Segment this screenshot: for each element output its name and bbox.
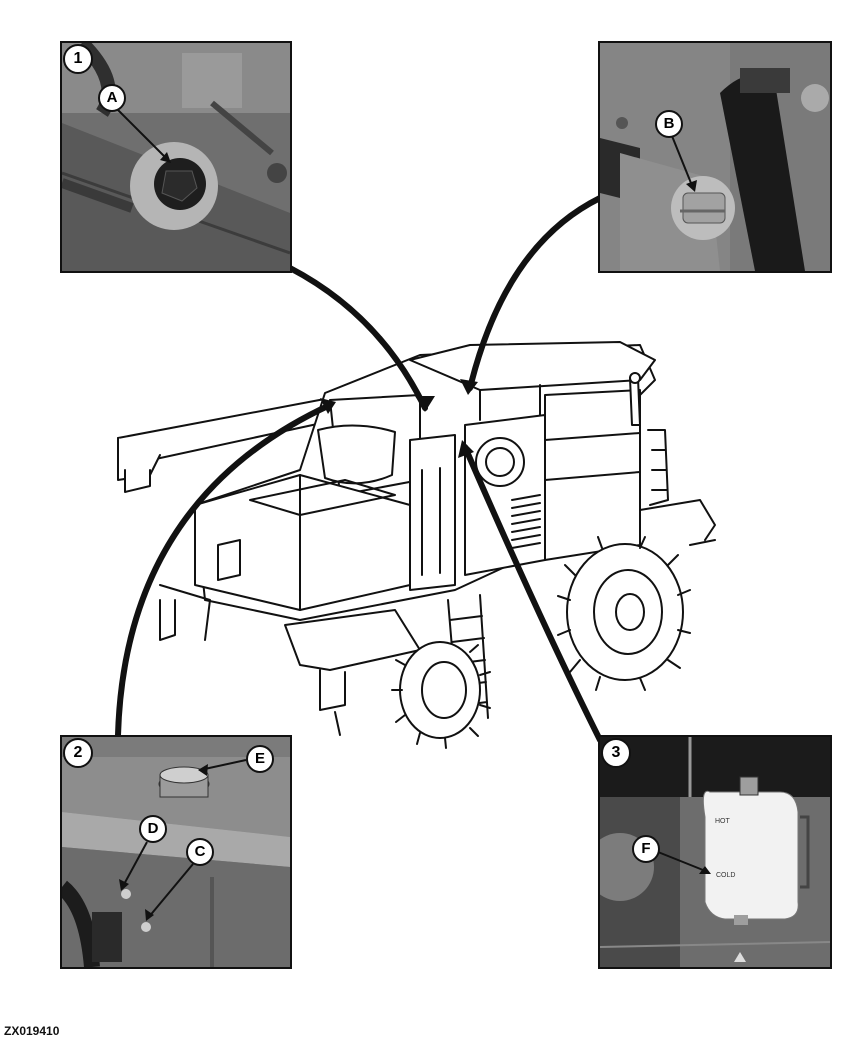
photo-panel-1	[60, 41, 292, 273]
panel-2-number: 2	[63, 738, 93, 768]
panel-2-photo	[62, 737, 290, 967]
arrowhead-panel-1	[415, 396, 435, 412]
panel-3-number: 3	[601, 738, 631, 768]
callout-d: D	[139, 815, 167, 843]
photo-panel-2	[60, 735, 292, 969]
panel-1-number: 1	[63, 44, 93, 74]
reservoir-hot-mark: HOT	[715, 818, 730, 825]
arrowhead-panel-2	[320, 398, 336, 414]
callout-b: B	[655, 110, 683, 138]
callout-e: E	[246, 745, 274, 773]
photo-panel-b	[598, 41, 832, 273]
reservoir-cold-mark: COLD	[716, 872, 736, 879]
figure-reference-code: ZX019410	[4, 1024, 60, 1038]
panel-b-photo	[600, 43, 830, 271]
callout-a: A	[98, 84, 126, 112]
arrowhead-panel-b	[460, 379, 478, 395]
panel-1-photo	[62, 43, 290, 271]
arrowhead-panel-3	[458, 440, 474, 458]
callout-c: C	[186, 838, 214, 866]
callout-f: F	[632, 835, 660, 863]
